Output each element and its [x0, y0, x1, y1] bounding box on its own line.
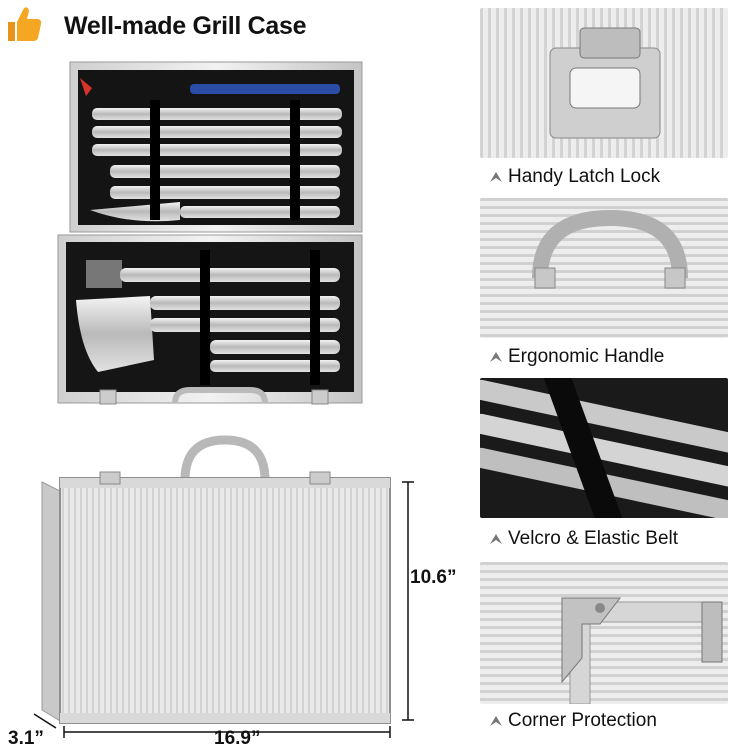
feature-caption-latch: Handy Latch Lock: [488, 166, 660, 188]
height-dimension-label: 10.6”: [410, 567, 457, 588]
feature-label: Velcro & Elastic Belt: [508, 528, 679, 549]
page-title: Well-made Grill Case: [64, 12, 307, 40]
open-grill-case-image: [57, 61, 363, 405]
depth-dimension-label: 3.1”: [8, 728, 44, 749]
feature-label: Handy Latch Lock: [508, 166, 661, 187]
feature-caption-belt: Velcro & Elastic Belt: [488, 528, 678, 550]
feature-caption-corner: Corner Protection: [488, 710, 657, 732]
ergonomic-handle-photo: [480, 198, 728, 338]
chevron-up-icon: [490, 533, 502, 544]
velcro-elastic-belt-photo: [480, 378, 728, 518]
chevron-up-icon: [490, 351, 502, 362]
closed-grill-case-image: [33, 435, 414, 738]
width-dimension-label: 16.9”: [214, 728, 261, 749]
corner-protection-photo: [480, 562, 728, 704]
chevron-up-icon: [490, 171, 502, 182]
latch-lock-photo: [480, 8, 728, 158]
feature-caption-handle: Ergonomic Handle: [488, 346, 664, 368]
feature-label: Ergonomic Handle: [508, 346, 665, 367]
thumbs-up-icon: [8, 7, 42, 41]
chevron-up-icon: [490, 715, 502, 726]
feature-label: Corner Protection: [508, 710, 657, 731]
